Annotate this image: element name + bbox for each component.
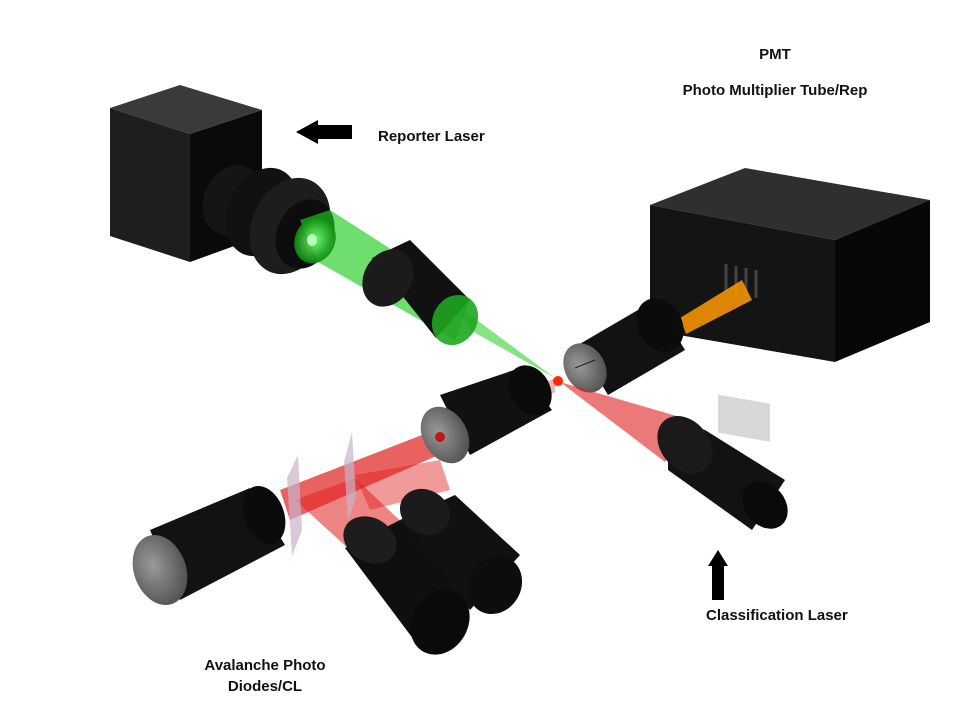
apd-label: Avalanche Photo Diodes/CL: [180, 655, 350, 697]
pmt-full-label: Photo Multiplier Tube/Rep: [682, 82, 868, 99]
pmt-box: [650, 168, 930, 442]
classification-laser-label: Classification Laser: [706, 607, 848, 624]
pmt-label: PMT: [759, 46, 791, 63]
focal-point: [553, 376, 563, 386]
left-arrow-icon: [296, 120, 352, 144]
classification-beam: [560, 382, 690, 462]
reporter-focus-lens: [362, 240, 479, 346]
apd-detector-right-front: [343, 516, 470, 655]
reporter-laser-label: Reporter Laser: [378, 128, 485, 145]
apd-label-line1: Avalanche Photo: [204, 657, 326, 674]
pmt-collection-lens: [563, 298, 685, 395]
apd-detector-right-back: [399, 488, 523, 615]
up-arrow-icon: [708, 550, 728, 600]
classification-laser-optics: [657, 416, 788, 530]
pmt-beam: [680, 280, 752, 334]
apd-label-line2: Diodes/CL: [227, 678, 303, 695]
apd-detector-left: [132, 485, 286, 605]
dichroic-filters: [287, 432, 356, 556]
collection-lens: [420, 365, 552, 464]
